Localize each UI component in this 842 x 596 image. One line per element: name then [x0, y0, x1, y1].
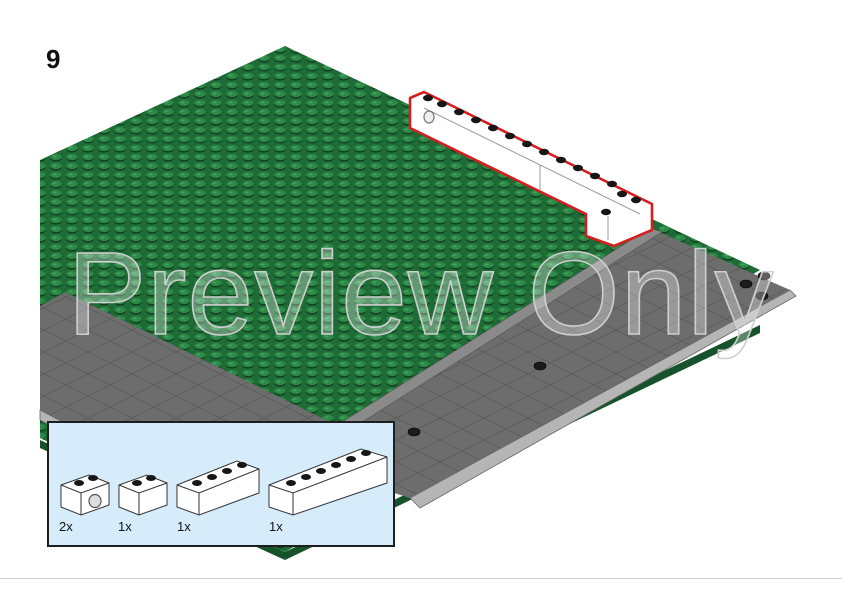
step-number: 9 [46, 44, 61, 74]
road-plate-left [40, 292, 330, 438]
brick-1x6-icon [268, 448, 388, 516]
part-qty: 1x [177, 519, 191, 534]
brick-1x4-icon [176, 460, 260, 516]
brick-1x2-icon [118, 474, 168, 516]
part-qty: 1x [269, 519, 283, 534]
parts-list-panel: 2x 1x 1x 1x [47, 421, 395, 547]
part-qty: 2x [59, 519, 73, 534]
road-studs [407, 271, 771, 437]
sidewalk-edge-right [409, 289, 797, 509]
part-qty: 1x [118, 519, 132, 534]
page-divider [0, 578, 842, 579]
technic-brick-1x2-icon [60, 474, 110, 516]
highlighted-brick-row [408, 90, 654, 248]
